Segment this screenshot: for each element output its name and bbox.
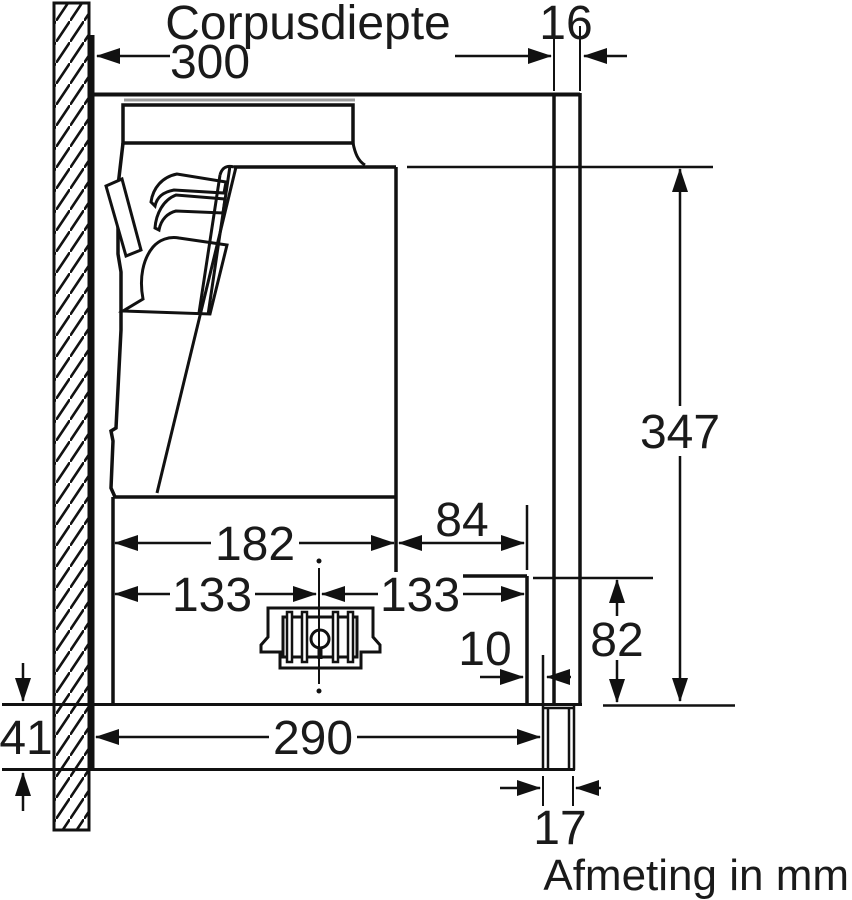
dim-84-value: 84 (435, 494, 488, 547)
visor-strip (541, 655, 576, 770)
connector-rib (346, 610, 355, 664)
dim-133-left: 133 (114, 569, 317, 622)
damper-flaps (104, 164, 238, 494)
mounting-bracket (121, 103, 355, 145)
dim-41-value: 41 (0, 712, 53, 765)
dim-182: 182 (114, 518, 395, 571)
power-connector (259, 606, 382, 670)
dim-133L-value: 133 (172, 569, 252, 622)
dim-82-mask (586, 616, 648, 660)
hood-body (2, 98, 582, 771)
center-dot-top (316, 558, 322, 564)
connector-rib (331, 610, 340, 664)
flap-vane-top (149, 172, 228, 209)
dim-347-mask (636, 406, 724, 456)
center-dot-bottom (316, 688, 322, 694)
pullout-front-edge (155, 166, 238, 494)
dim-10: 10 (458, 623, 571, 685)
dim-182-mask (211, 521, 299, 565)
dim-133R-value: 133 (380, 569, 460, 622)
rail-top-curl (218, 164, 235, 176)
dim-133L-mask (170, 572, 255, 615)
dim-290-value: 290 (273, 712, 353, 765)
dim-347-value: 347 (640, 406, 720, 459)
dim-corpus-depth: Corpusdiepte 300 (96, 0, 552, 89)
dim-41: 41 (0, 663, 53, 811)
connector-rib (285, 610, 294, 664)
wall-hatched-section (52, 1, 91, 832)
dim-290: 290 (95, 712, 541, 765)
bracket-hook (351, 142, 366, 167)
units-note: Afmeting in mm (543, 851, 849, 900)
dim-82-value: 82 (590, 614, 643, 667)
dim-290-mask (269, 713, 357, 759)
dim-10-value: 10 (458, 623, 511, 676)
wall (52, 1, 95, 832)
dim-82: 82 (533, 576, 653, 703)
dim-133R-mask (378, 572, 463, 615)
cabinet-and-panel (91, 26, 582, 703)
dim-84: 84 (398, 494, 529, 570)
dim-182-value: 182 (215, 518, 295, 571)
dim-133-right: 133 (321, 569, 525, 622)
rail-left-edge (197, 174, 222, 314)
dim-17-value: 17 (533, 802, 586, 855)
dim-347: 347 (407, 165, 735, 707)
connector-rib (300, 610, 309, 664)
center-line (316, 558, 322, 694)
dim-panel-16: 16 (539, 0, 627, 64)
flap-lever (104, 176, 143, 259)
dim-17: 17 (500, 776, 601, 855)
dim-300-value: 300 (170, 36, 250, 89)
dim-16-value: 16 (539, 0, 592, 50)
corpus-depth-label: Corpusdiepte (165, 0, 451, 50)
